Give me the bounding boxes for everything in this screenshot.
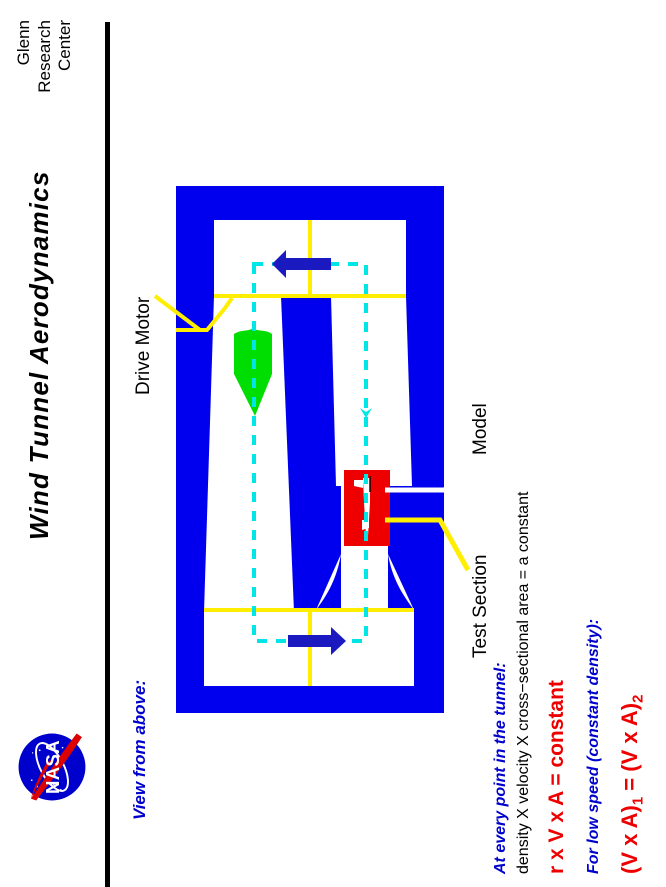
- org-line-2: Research: [34, 20, 54, 93]
- intro-low-speed-text: For low speed (constant density):: [585, 618, 602, 874]
- intro-every-point-text: At every point in the tunnel:: [492, 662, 509, 874]
- organization-name: Glenn Research Center: [14, 20, 76, 142]
- tunnel-contraction-right: [316, 296, 414, 610]
- low-speed-equation-text: (V x A)1 = (V x A)2: [617, 695, 646, 874]
- header-divider: [105, 22, 110, 887]
- org-line-1: Glenn: [14, 20, 33, 66]
- flow-arrow-bottom: [288, 627, 346, 655]
- low-speed-equals: = (V x A): [617, 702, 642, 797]
- nasa-wordmark: NASA: [42, 740, 63, 794]
- page-title: Wind Tunnel Aerodynamics: [24, 170, 54, 540]
- nasa-logo-icon: NASA: [8, 723, 96, 811]
- low-speed-subscript-1: 1: [629, 796, 647, 806]
- low-speed-subscript-2: 2: [629, 694, 647, 703]
- org-line-3: Center: [55, 20, 75, 72]
- wind-tunnel-diagram: [176, 186, 444, 713]
- nozzle-fillet-right: [388, 554, 414, 610]
- test-section-label: Test Section: [470, 554, 491, 659]
- nozzle-fillet-left: [316, 554, 341, 610]
- symbol-equation-text: r x V x A = constant: [545, 680, 568, 874]
- aircraft-model: [354, 478, 370, 536]
- flow-arrow-top: [272, 250, 331, 278]
- drive-motor-label: Drive Motor: [133, 296, 154, 395]
- low-speed-term-1: (V x A): [617, 805, 642, 874]
- model-label: Model: [470, 403, 491, 455]
- flow-direction-arrow-small: [360, 408, 372, 418]
- word-equation-text: density X velocity X cross−sectional are…: [515, 491, 532, 874]
- view-from-above-label: View from above:: [130, 679, 149, 820]
- flow-path-dashed: [252, 262, 368, 643]
